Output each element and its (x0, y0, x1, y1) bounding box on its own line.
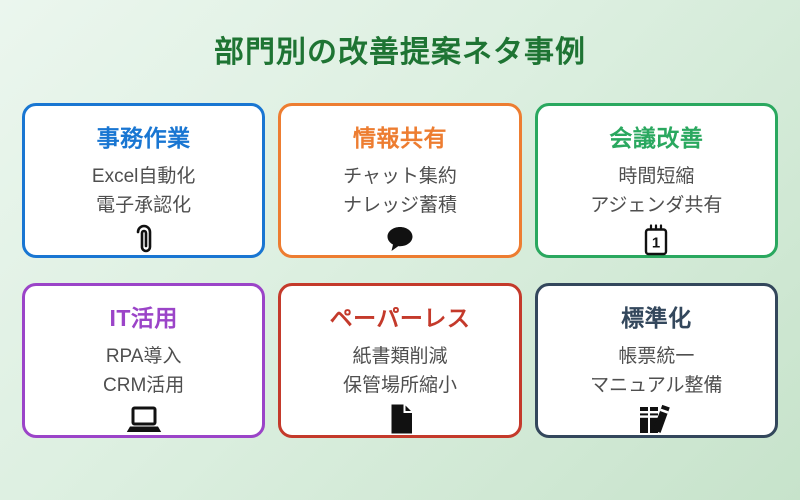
card-paperless: ペーパーレス 紙書類削減 保管場所縮小 (278, 283, 522, 438)
card-item: Excel自動化 (91, 166, 196, 187)
card-item: アジェンダ共有 (590, 195, 723, 216)
card-item: マニュアル整備 (590, 375, 723, 396)
card-info-sharing: 情報共有 チャット集約 ナレッジ蓄積 (278, 103, 522, 258)
card-office-work: 事務作業 Excel自動化 電子承認化 (22, 103, 266, 258)
document-icon (387, 403, 413, 435)
card-item: 時間短縮 (618, 166, 695, 187)
speech-bubble-icon (385, 223, 415, 255)
card-meeting-improvement: 会議改善 時間短縮 アジェンダ共有 1 (534, 103, 778, 258)
card-standardization: 標準化 帳票統一 マニュアル整備 (534, 283, 778, 438)
card-item: 紙書類削減 (352, 346, 448, 367)
card-title: IT活用 (109, 305, 178, 331)
page-title: 部門別の改善提案ネタ事例 (214, 36, 586, 69)
card-title: 会議改善 (609, 125, 704, 151)
card-title: 標準化 (621, 305, 692, 331)
card-item: RPA導入 (105, 346, 182, 367)
card-item: 帳票統一 (618, 346, 695, 367)
card-item: ナレッジ蓄積 (342, 195, 457, 216)
card-item: チャット集約 (343, 166, 457, 187)
card-grid: 事務作業 Excel自動化 電子承認化 情報共有 チャット集約 ナレッジ蓄積 会… (22, 103, 778, 438)
card-item: CRM活用 (103, 375, 185, 396)
card-title: 情報共有 (352, 125, 447, 151)
laptop-icon (126, 403, 162, 435)
calendar-icon: 1 (641, 223, 671, 257)
svg-text:1: 1 (652, 235, 660, 252)
card-it-utilization: IT活用 RPA導入 CRM活用 (22, 283, 266, 438)
paperclip-icon (133, 223, 155, 257)
card-title: 事務作業 (96, 125, 191, 151)
books-icon (637, 403, 675, 435)
card-item: 保管場所縮小 (342, 375, 457, 396)
card-title: ペーパーレス (329, 305, 471, 331)
card-item: 電子承認化 (96, 195, 192, 216)
